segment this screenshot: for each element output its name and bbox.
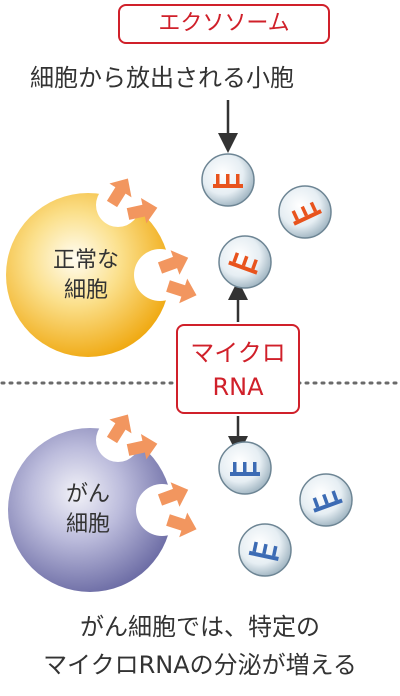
cancer-cell-label-line1: がん xyxy=(65,482,110,507)
exosome-description: 細胞から放出される小胞 xyxy=(30,64,294,92)
exosome-vesicle xyxy=(201,153,255,207)
microrna-label-line2: RNA xyxy=(212,373,264,401)
cancer-cell-label-line2: 細胞 xyxy=(65,512,110,537)
caption-line1: がん細胞では、特定の xyxy=(80,613,320,641)
exosome-label: エクソソーム xyxy=(158,11,290,36)
exosome-vesicle xyxy=(278,185,332,239)
microrna-label-box: マイクロ RNA xyxy=(176,324,300,414)
exosome-label-box: エクソソーム xyxy=(118,4,330,44)
microrna-label-line1: マイクロ xyxy=(190,339,286,367)
exosome-vesicle xyxy=(299,473,353,527)
normal-cell-label: 正常な 細胞 xyxy=(36,246,136,306)
normal-cell-label-line1: 正常な xyxy=(52,248,119,273)
normal-cell-label-line2: 細胞 xyxy=(63,278,108,303)
caption-line2: マイクロRNAの分泌が増える xyxy=(43,651,357,679)
caption: がん細胞では、特定の マイクロRNAの分泌が増える xyxy=(0,608,400,684)
release-arrows-normal xyxy=(106,178,197,304)
release-arrows-cancer xyxy=(106,414,197,538)
exosome-vesicle xyxy=(218,441,272,495)
cancer-cell-label: がん 細胞 xyxy=(38,480,138,540)
exosome-vesicle xyxy=(218,235,272,289)
exosome-vesicle xyxy=(238,523,292,577)
